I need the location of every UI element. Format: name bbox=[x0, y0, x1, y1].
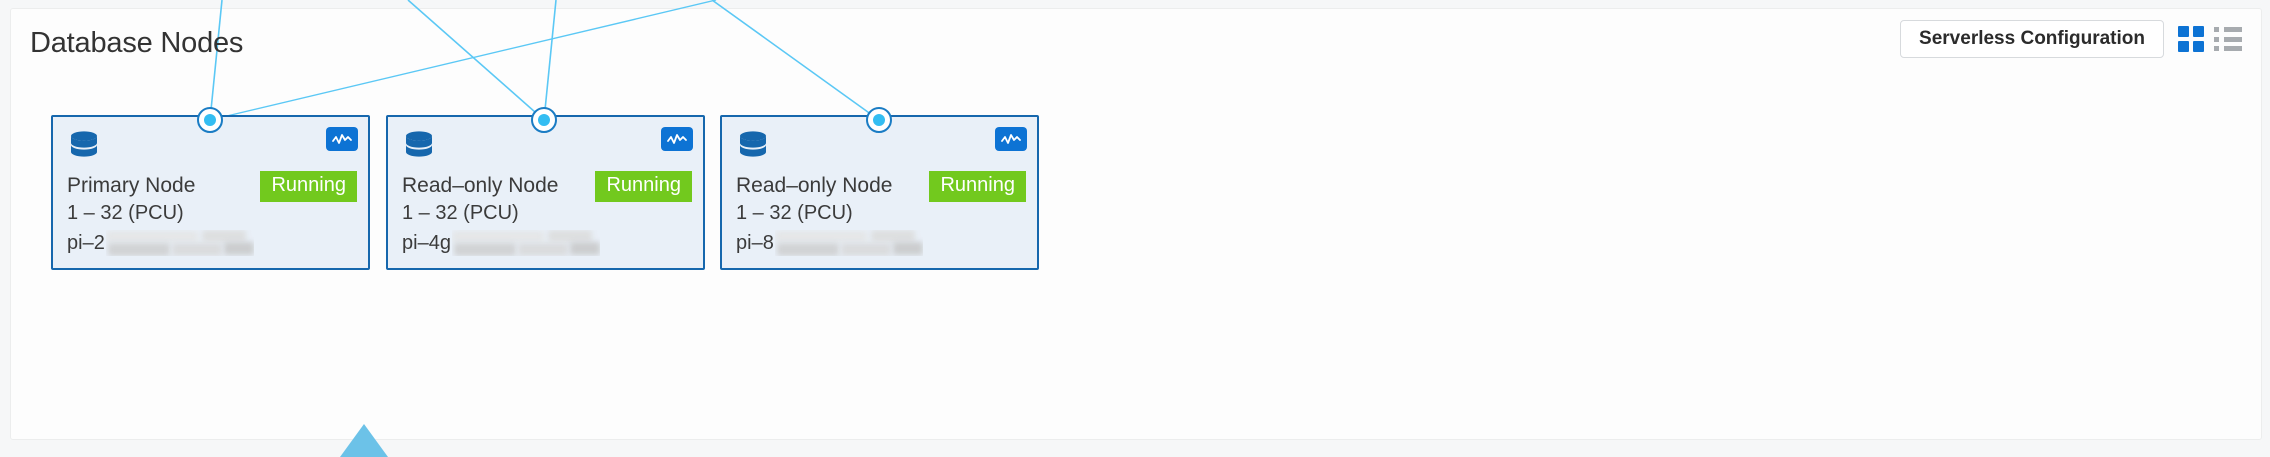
node-capacity: 1 – 32 (PCU) bbox=[736, 202, 853, 224]
view-mode-toggles bbox=[2178, 26, 2242, 52]
node-title: Read–only Node bbox=[736, 174, 893, 197]
node-id-prefix: pi–8 bbox=[736, 231, 774, 254]
grid-view-icon[interactable] bbox=[2178, 26, 2204, 52]
status-badge: Running bbox=[929, 171, 1026, 202]
monitoring-chart-icon[interactable] bbox=[326, 127, 358, 151]
node-card[interactable]: Read–only Node Running 1 – 32 (PCU) pi–8 bbox=[720, 115, 1039, 270]
node-id: pi–2 bbox=[67, 230, 254, 256]
status-badge: Running bbox=[260, 171, 357, 202]
view-toolbar: Serverless Configuration bbox=[1900, 20, 2242, 58]
serverless-configuration-button[interactable]: Serverless Configuration bbox=[1900, 20, 2164, 58]
monitoring-chart-icon[interactable] bbox=[995, 127, 1027, 151]
node-card[interactable]: Primary Node Running 1 – 32 (PCU) pi–2 bbox=[51, 115, 370, 270]
monitoring-chart-icon[interactable] bbox=[661, 127, 693, 151]
list-view-icon[interactable] bbox=[2214, 27, 2242, 51]
node-id-redacted bbox=[105, 230, 254, 256]
node-id: pi–4g bbox=[402, 230, 600, 256]
status-badge: Running bbox=[595, 171, 692, 202]
node-capacity: 1 – 32 (PCU) bbox=[67, 202, 184, 224]
node-capacity: 1 – 32 (PCU) bbox=[402, 202, 519, 224]
node-title: Read–only Node bbox=[402, 174, 559, 197]
page-title: Database Nodes bbox=[30, 27, 244, 59]
node-card[interactable]: Read–only Node Running 1 – 32 (PCU) pi–4… bbox=[386, 115, 705, 270]
database-icon bbox=[406, 131, 432, 157]
node-title: Primary Node bbox=[67, 174, 196, 197]
collapse-arrow-icon[interactable] bbox=[340, 424, 388, 457]
node-anchor-point[interactable] bbox=[197, 107, 223, 133]
node-anchor-point[interactable] bbox=[866, 107, 892, 133]
node-id-redacted bbox=[451, 230, 600, 256]
node-id: pi–8 bbox=[736, 230, 923, 256]
database-icon bbox=[71, 131, 97, 157]
node-anchor-point[interactable] bbox=[531, 107, 557, 133]
database-icon bbox=[740, 131, 766, 157]
node-id-prefix: pi–2 bbox=[67, 231, 105, 254]
node-id-prefix: pi–4g bbox=[402, 231, 451, 254]
node-id-redacted bbox=[774, 230, 923, 256]
